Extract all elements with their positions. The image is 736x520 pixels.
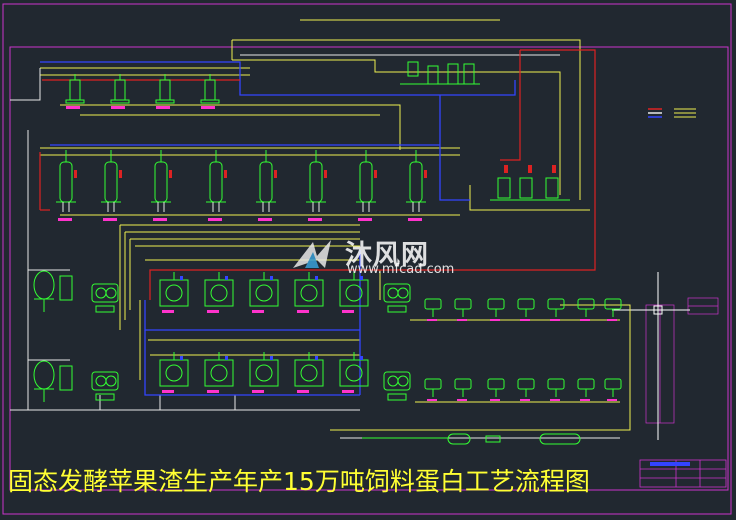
- dryer-unit: [547, 378, 565, 401]
- top-mixing-tanks: [65, 74, 220, 104]
- fermenter-tank: [151, 150, 172, 221]
- cad-cursor-crosshair: [612, 272, 690, 440]
- watermark-brand: 沐风网: [345, 240, 429, 271]
- fermenter-tank: [406, 150, 427, 221]
- watermark-logo: [293, 240, 331, 268]
- equipment-list-table: [645, 297, 719, 424]
- reactor-unit: [249, 272, 279, 313]
- legend-block: [648, 108, 696, 118]
- dryer-unit: [424, 298, 442, 321]
- dryer-unit: [454, 378, 472, 401]
- fermenter-row: [56, 150, 427, 221]
- reactor-unit: [204, 352, 234, 393]
- feed-hoppers-and-crushers: [33, 270, 411, 402]
- dryer-unit: [517, 298, 535, 321]
- dryer-unit: [547, 298, 565, 321]
- reactor-unit: [339, 352, 369, 393]
- dryer-unit: [487, 378, 505, 401]
- reactor-unit: [159, 352, 189, 393]
- reactor-unit: [339, 272, 369, 313]
- separator-units: [490, 165, 570, 201]
- fermenter-tank: [206, 150, 227, 221]
- top-tank-tags: [66, 106, 215, 109]
- fermenter-tank: [356, 150, 377, 221]
- dryer-unit: [424, 378, 442, 401]
- fermenter-tank: [101, 150, 122, 221]
- fermenter-tank: [306, 150, 327, 221]
- title-block: [639, 459, 727, 488]
- dryer-unit: [517, 378, 535, 401]
- dryer-unit: [604, 298, 622, 321]
- fermenter-tank: [256, 150, 277, 221]
- dosing-units: [400, 61, 480, 85]
- yellow-pipelines: [27, 19, 631, 431]
- dryer-unit: [487, 298, 505, 321]
- dryer-unit: [577, 378, 595, 401]
- dryer-unit: [577, 298, 595, 321]
- drawing-caption: 固态发酵苹果渣生产年产15万吨饲料蛋白工艺流程图: [8, 467, 590, 496]
- fermenter-tank: [56, 150, 77, 221]
- blue-pipelines: [40, 61, 516, 396]
- reactor-unit: [294, 352, 324, 393]
- reactor-unit: [159, 272, 189, 313]
- dryer-unit: [454, 298, 472, 321]
- watermark-url: www.mfcad.com: [347, 262, 455, 277]
- reactor-unit: [249, 352, 279, 393]
- dryer-unit: [604, 378, 622, 401]
- reactor-grid: [159, 272, 369, 393]
- reactor-unit: [294, 272, 324, 313]
- bottom-conveyors: [362, 433, 581, 445]
- reactor-unit: [204, 272, 234, 313]
- drawing-frame: [2, 3, 732, 515]
- dryer-lines: [424, 298, 622, 401]
